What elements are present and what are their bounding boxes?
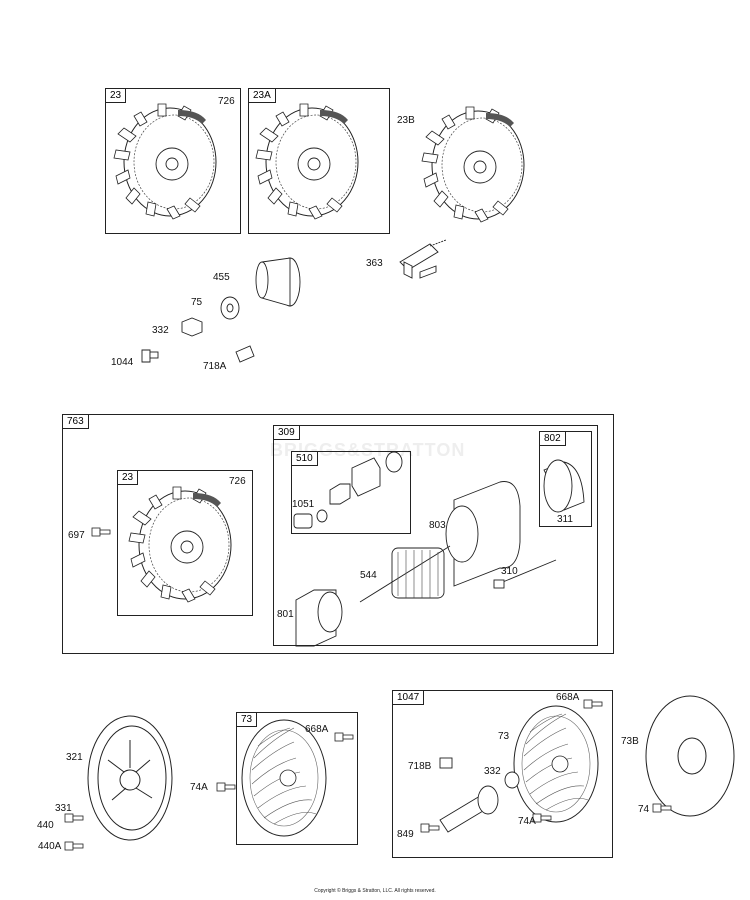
callout-1044: 1044: [111, 357, 134, 368]
callout-455: 455: [213, 272, 230, 283]
callout-544: 544: [360, 570, 377, 581]
callout-73b: 73B: [621, 736, 639, 747]
callout-803: 803: [429, 520, 446, 531]
callout-1051: 1051: [292, 499, 315, 510]
box-802-tag: 802: [539, 431, 566, 446]
callout-332: 332: [152, 325, 169, 336]
copyright-notice: Copyright © Briggs & Stratton, LLC. All …: [314, 888, 436, 894]
callout-363: 363: [366, 258, 383, 269]
callout-440a: 440A: [38, 841, 62, 852]
callout-440: 440: [37, 820, 54, 831]
callout-849: 849: [397, 829, 414, 840]
callout-668a-left: 668A: [305, 724, 329, 735]
callout-321: 321: [66, 752, 83, 763]
callout-310: 310: [501, 566, 518, 577]
watermark: BRIGGS&STRATTON: [270, 440, 466, 460]
box-309-tag: 309: [273, 425, 300, 440]
box-763: 763: [62, 414, 614, 654]
callout-697: 697: [68, 530, 85, 541]
box-23-inner: 23: [117, 470, 253, 616]
callout-726: 726: [218, 96, 235, 107]
callout-718a: 718A: [203, 361, 227, 372]
box-23-tag: 23: [105, 88, 127, 103]
box-309: 309: [273, 425, 598, 646]
callout-74: 74: [638, 804, 650, 815]
box-510-tag: 510: [291, 451, 318, 466]
box-1047-tag: 1047: [392, 690, 425, 705]
box-763-tag: 763: [62, 414, 89, 429]
callout-74a-left: 74A: [190, 782, 208, 793]
box-73: 73: [236, 712, 358, 845]
box-23a-tag: 23A: [248, 88, 276, 103]
callout-311: 311: [557, 514, 573, 525]
box-510: 510: [291, 451, 411, 534]
box-73-tag: 73: [236, 712, 258, 727]
box-23a: 23A: [248, 88, 390, 234]
callout-331: 331: [55, 803, 72, 814]
callout-668a-right: 668A: [556, 692, 580, 703]
callout-23b: 23B: [397, 115, 415, 126]
callout-718b: 718B: [408, 761, 432, 772]
box-1047: 1047: [392, 690, 613, 858]
callout-801: 801: [277, 609, 294, 620]
box-23: 23: [105, 88, 241, 234]
callout-726-inner: 726: [229, 476, 246, 487]
callout-74a-right: 74A: [518, 816, 536, 827]
box-802: 802: [539, 431, 592, 527]
callout-332-right: 332: [484, 766, 501, 777]
callout-73: 73: [498, 731, 510, 742]
box-23-inner-tag: 23: [117, 470, 139, 485]
callout-75: 75: [191, 297, 203, 308]
